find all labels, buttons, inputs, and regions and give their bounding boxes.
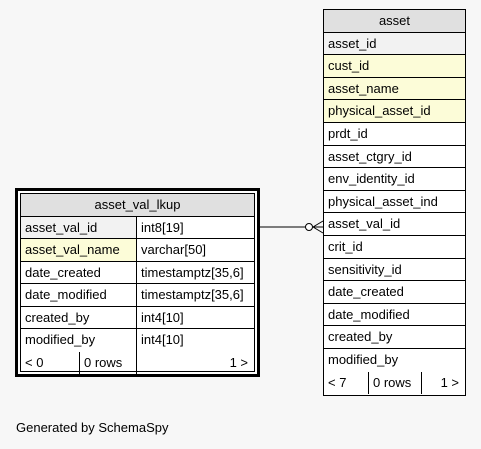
- column-name: asset_val_name: [21, 239, 137, 261]
- row-count: 0 rows: [80, 351, 137, 374]
- row-count: 0 rows: [369, 371, 422, 395]
- column-row[interactable]: cust_id: [324, 55, 465, 78]
- column-name: date_created: [21, 261, 137, 283]
- column-row[interactable]: crit_id: [324, 236, 465, 259]
- table-title: asset: [324, 10, 465, 33]
- column-type: varchar[50]: [141, 242, 207, 257]
- column-row[interactable]: date_modified timestamptz[35,6]: [21, 284, 254, 307]
- column-row[interactable]: asset_val_name varchar[50]: [21, 239, 254, 262]
- column-row[interactable]: sensitivity_id: [324, 259, 465, 282]
- parents-count: < 7: [324, 371, 369, 395]
- children-count: 1 >: [440, 374, 459, 390]
- table-title: asset_val_lkup: [21, 194, 254, 217]
- generated-by-label: Generated by SchemaSpy: [16, 420, 169, 435]
- column-name: created_by: [21, 306, 137, 328]
- column-row[interactable]: env_identity_id: [324, 168, 465, 191]
- column-type: timestamptz[35,6]: [141, 287, 244, 302]
- column-type: int4[10]: [141, 332, 184, 347]
- column-row[interactable]: asset_id: [324, 32, 465, 56]
- children-count: 1 >: [229, 354, 248, 370]
- column-name: date_modified: [21, 284, 137, 306]
- zero-optional-icon: [305, 223, 313, 231]
- column-row[interactable]: date_created: [324, 281, 465, 304]
- column-row[interactable]: asset_ctgry_id: [324, 146, 465, 169]
- column-type: int4[10]: [141, 309, 184, 325]
- column-row[interactable]: created_by: [324, 326, 465, 349]
- column-row[interactable]: physical_asset_ind: [324, 191, 465, 214]
- column-name: asset_val_id: [21, 216, 137, 238]
- column-row[interactable]: asset_val_id: [324, 213, 465, 236]
- column-name: modified_by: [21, 329, 137, 352]
- column-row[interactable]: modified_by int4[10]: [21, 329, 254, 352]
- column-row[interactable]: asset_name: [324, 77, 465, 101]
- column-row[interactable]: date_modified: [324, 304, 465, 327]
- table-footer: < 7 0 rows 1 >: [324, 371, 465, 395]
- column-type: int8[19]: [141, 219, 184, 235]
- crowfoot-many-icon: [312, 220, 324, 228]
- column-row[interactable]: physical_asset_id: [324, 100, 465, 123]
- column-row[interactable]: modified_by: [328, 351, 399, 367]
- parents-count: < 0: [21, 351, 80, 374]
- table-footer: < 0 0 rows 1 >: [21, 351, 254, 374]
- column-type: timestamptz[35,6]: [141, 264, 244, 280]
- column-row[interactable]: prdt_id: [324, 123, 465, 146]
